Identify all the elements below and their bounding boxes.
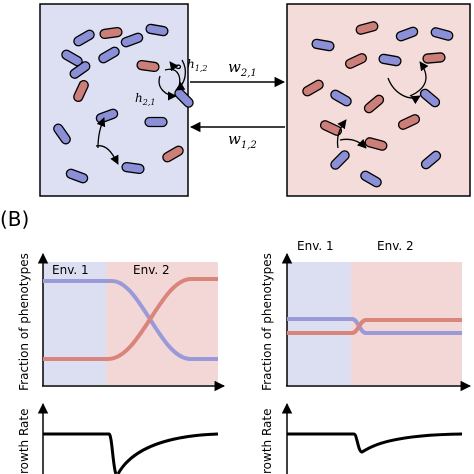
rate-w21: w2,1	[228, 58, 257, 79]
red-cell	[422, 52, 446, 64]
rate-w12: w1,2	[228, 130, 257, 151]
blue-cell	[395, 26, 419, 42]
blue-cell	[144, 116, 168, 128]
red-cell	[302, 79, 324, 97]
blue-cell	[419, 88, 441, 108]
blue-cell	[420, 150, 442, 170]
rate-h21: h2,1	[135, 91, 155, 107]
switch-curve-env2-b	[409, 61, 429, 97]
blue-cell	[360, 170, 382, 188]
right-plot-env1-region	[287, 262, 351, 385]
blue-cell	[53, 123, 71, 145]
blue-cell	[120, 32, 144, 48]
switch-curve-env2-a	[387, 77, 421, 105]
blue-cell	[98, 46, 120, 64]
right-plot-red-phenotype-line	[287, 318, 462, 335]
right-plot-env2-label: Env. 2	[377, 239, 414, 253]
red-cell	[355, 21, 379, 35]
switch-curve-env1-a	[175, 59, 187, 91]
left-plot-env1-label: Env. 1	[52, 263, 89, 277]
left-growth-rate-line	[43, 432, 219, 474]
switch-arrow-h12	[169, 61, 182, 72]
blue-cell	[378, 53, 402, 67]
cells-env2	[302, 21, 454, 188]
red-cell	[344, 53, 368, 69]
blue-cell	[311, 38, 335, 52]
blue-cell	[430, 27, 454, 41]
red-cell	[397, 114, 421, 130]
right-growth-ylabel: rowth Rate	[260, 409, 274, 474]
red-cell	[319, 120, 343, 136]
left-plot-env2-region	[106, 262, 218, 385]
rate-h12: h1,2	[187, 57, 207, 73]
left-plot-env2-label: Env. 2	[133, 263, 170, 277]
red-cell	[99, 26, 123, 40]
switch-curve-env1-b	[158, 75, 177, 101]
left-plot-ylabel: Fraction of phenotypes	[17, 253, 31, 391]
left-plot-red-phenotype-line	[43, 277, 218, 361]
blue-cell	[145, 23, 169, 37]
switch-curve-env1-d	[95, 145, 119, 165]
blue-cell	[330, 150, 350, 170]
cells-env1	[53, 23, 194, 184]
red-cell	[73, 79, 89, 103]
red-cell	[363, 94, 385, 114]
right-plot-env2-region	[351, 262, 462, 385]
right-growth-rate-line	[287, 432, 463, 454]
right-plot-ylabel: Fraction of phenotypes	[260, 253, 274, 391]
blue-cell	[73, 29, 95, 47]
panel-b-label: (B)	[0, 207, 29, 231]
blue-cell	[121, 161, 145, 175]
left-growth-ylabel: rowth Rate	[17, 409, 31, 474]
switch-curve-env2-c	[336, 119, 347, 149]
red-cell	[162, 145, 184, 163]
blue-cell	[330, 89, 352, 107]
red-cell	[136, 59, 160, 73]
blue-cell	[65, 168, 89, 184]
blue-cell	[69, 61, 91, 79]
right-plot-env1-label: Env. 1	[297, 239, 334, 253]
switch-curve-env2-d	[339, 138, 367, 149]
